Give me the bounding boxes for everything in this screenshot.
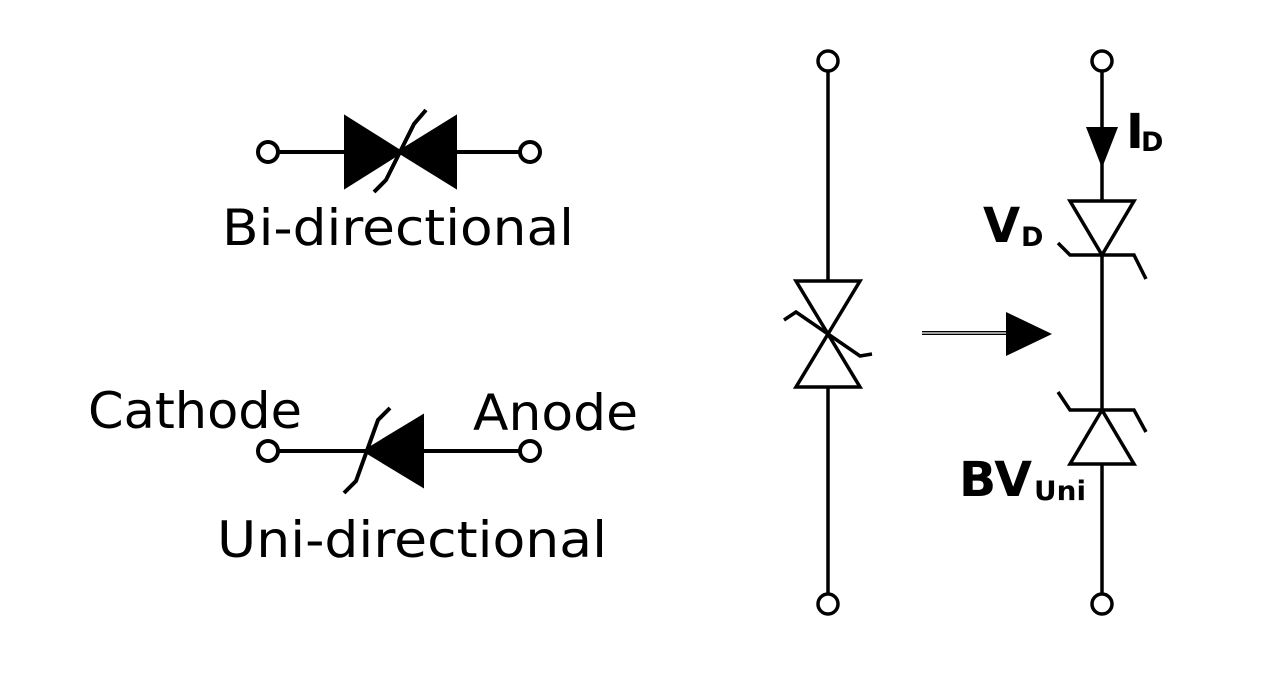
terminal-circle [256, 140, 280, 164]
zener-bar [372, 108, 428, 194]
terminal-circle [256, 439, 280, 463]
unidirectional-label: Uni-directional [217, 511, 607, 569]
anode-label: Anode [473, 384, 638, 442]
equivalence-arrow [922, 312, 1052, 356]
current-symbol: I [1126, 104, 1144, 160]
terminal-circle [816, 592, 840, 616]
bidirectional-tvs-symbol [256, 108, 542, 194]
breakdown-subscript: Uni [1034, 476, 1086, 507]
diode-triangle-up [792, 330, 864, 389]
voltage-symbol: V [983, 198, 1020, 254]
breakdown-label: BV Uni [959, 452, 1086, 508]
terminal-circle [816, 49, 840, 73]
terminal-circle [518, 140, 542, 164]
breakdown-diode-triangle [1066, 406, 1138, 466]
zener-bar [342, 406, 392, 495]
bidirectional-label: Bi-directional [222, 199, 574, 257]
diode-triangle-right [344, 114, 404, 190]
diode-triangle-down [792, 279, 864, 338]
vertical-bidirectional-tvs [783, 49, 873, 616]
current-label: I D [1126, 104, 1163, 160]
equivalent-circuit [1056, 49, 1148, 616]
terminal-circle [1090, 592, 1114, 616]
current-arrow [1086, 127, 1118, 168]
voltage-subscript: D [1021, 222, 1043, 253]
terminal-circle [1090, 49, 1114, 73]
terminal-circle [518, 439, 542, 463]
cathode-label: Cathode [88, 382, 302, 440]
zener-bar [783, 309, 873, 358]
unidirectional-tvs-symbol [256, 406, 542, 495]
forward-diode-triangle [1066, 199, 1138, 259]
voltage-label: V D [983, 198, 1043, 254]
diode-triangle-left [396, 114, 457, 190]
current-subscript: D [1141, 127, 1163, 158]
breakdown-symbol: BV [959, 452, 1032, 508]
